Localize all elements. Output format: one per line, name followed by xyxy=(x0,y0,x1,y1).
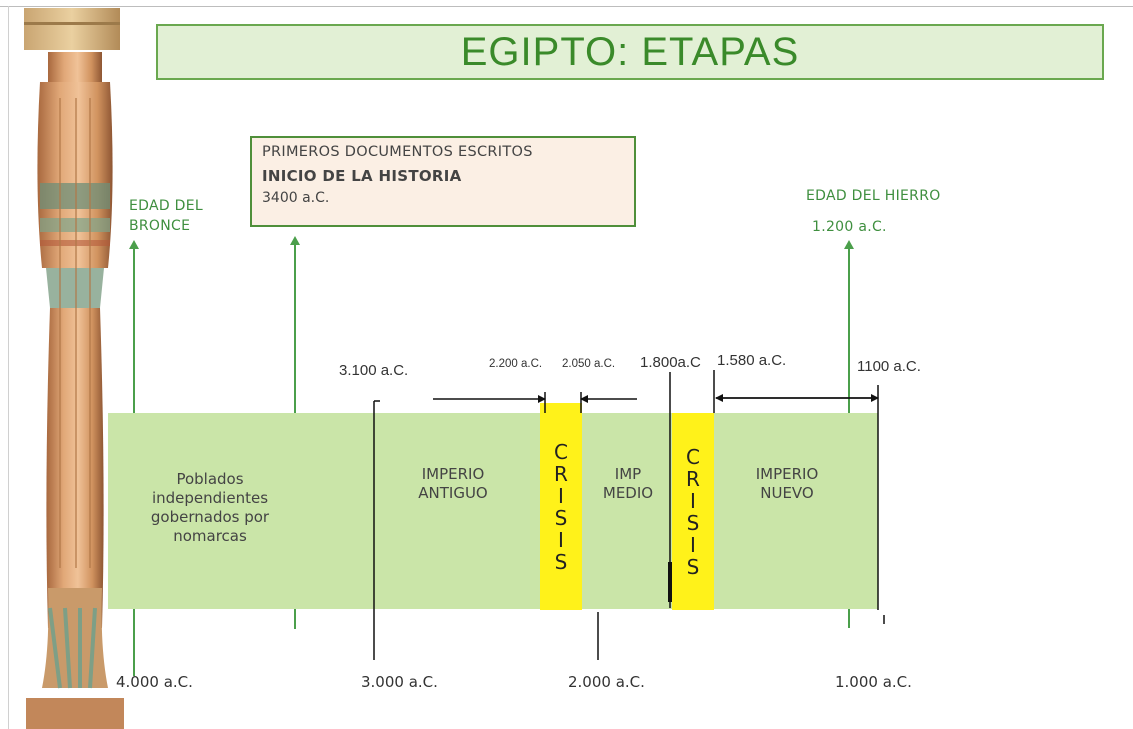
crisis-letter: C xyxy=(686,444,700,469)
crisis-letter: S xyxy=(686,554,700,579)
date-3100: 3.100 a.C. xyxy=(339,362,409,379)
second-crisis-column: C R I S I S xyxy=(672,413,714,610)
egyptian-column-illustration xyxy=(24,8,124,729)
date-1100: 1100 a.C. xyxy=(857,358,921,375)
crisis-letter: I xyxy=(690,532,696,557)
timeline-band xyxy=(108,413,878,609)
predynastic-line: gobernados por xyxy=(150,508,270,526)
crisis-letter: I xyxy=(558,483,564,508)
title-banner: EGIPTO: ETAPAS xyxy=(156,24,1104,80)
documents-line-3: 3400 a.C. xyxy=(262,190,330,206)
imperio-medio-line: MEDIO xyxy=(602,484,654,502)
bronze-age-line-1: EDAD DEL xyxy=(129,198,204,214)
documents-line-2: INICIO DE LA HISTORIA xyxy=(262,167,462,185)
predynastic-label: Poblados independientes gobernados por n… xyxy=(140,470,280,546)
crisis-letter: I xyxy=(690,488,696,513)
imperio-nuevo-label: IMPERIO NUEVO xyxy=(732,465,842,503)
bronze-arrow-head xyxy=(129,240,139,249)
date-1580: 1.580 a.C. xyxy=(717,352,787,369)
page-title: EGIPTO: ETAPAS xyxy=(460,29,800,74)
predynastic-line: independientes xyxy=(151,489,269,507)
date-2000: 2.000 a.C. xyxy=(568,673,645,691)
documents-box: PRIMEROS DOCUMENTOS ESCRITOS INICIO DE L… xyxy=(250,136,636,227)
predynastic-line: Poblados xyxy=(176,470,244,488)
crisis-letter: R xyxy=(554,461,568,486)
crisis-letter: S xyxy=(686,510,700,535)
crisis-letter: I xyxy=(558,527,564,552)
imperio-medio-line: IMP xyxy=(614,465,642,483)
imperio-antiguo-line: ANTIGUO xyxy=(418,484,488,502)
imperio-antiguo-label: IMPERIO ANTIGUO xyxy=(398,465,508,503)
imperio-nuevo-line: IMPERIO xyxy=(755,465,819,483)
documents-line-1: PRIMEROS DOCUMENTOS ESCRITOS xyxy=(262,144,533,160)
crisis-letter: R xyxy=(686,466,700,491)
imperio-nuevo-line: NUEVO xyxy=(760,484,814,502)
imperio-medio-label: IMP MEDIO xyxy=(586,465,670,503)
frame-left-line xyxy=(8,6,9,729)
bronze-age-label: EDAD DEL BRONCE xyxy=(129,196,203,236)
frame-top-line xyxy=(0,6,1133,7)
crisis-letter: S xyxy=(554,505,568,530)
iron-age-label: EDAD DEL HIERRO xyxy=(806,188,941,204)
predynastic-line: nomarcas xyxy=(173,527,247,545)
iron-age-date: 1.200 a.C. xyxy=(812,219,887,235)
history-arrow-head xyxy=(290,236,300,245)
imperio-antiguo-line: IMPERIO xyxy=(421,465,485,483)
date-3000: 3.000 a.C. xyxy=(361,673,438,691)
bronze-age-line-2: BRONCE xyxy=(129,218,191,234)
crisis-letter: C xyxy=(554,439,568,464)
bold-mark-1800 xyxy=(668,562,672,602)
date-2200: 2.200 a.C. xyxy=(489,358,543,370)
date-1800: 1.800a.C xyxy=(640,354,701,371)
date-4000: 4.000 a.C. xyxy=(116,673,193,691)
date-1000: 1.000 a.C. xyxy=(835,673,912,691)
crisis-letter: S xyxy=(554,549,568,574)
iron-arrow-head xyxy=(844,240,854,249)
date-2050: 2.050 a.C. xyxy=(562,358,616,370)
first-crisis-column: C R I S I S xyxy=(540,403,582,610)
